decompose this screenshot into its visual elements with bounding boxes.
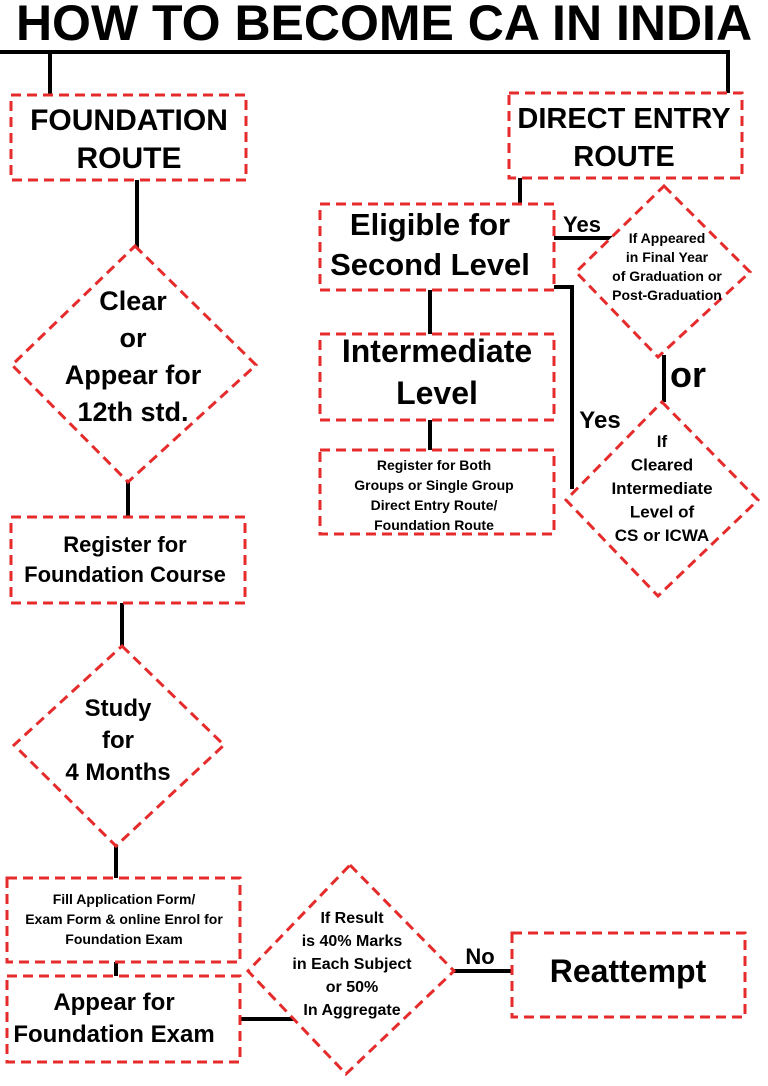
node-label-register-groups: Register for Both [377, 457, 491, 473]
node-label-clear-12th: or [120, 323, 147, 353]
intermediate-level-box [318, 332, 556, 422]
node-label-intermediate-level: Level [396, 375, 478, 411]
fill-application-box [5, 876, 242, 964]
node-label-cleared-cs-icwa: CS or ICWA [615, 526, 709, 545]
node-label-fill-application: Exam Form & online Enrol for [25, 911, 223, 927]
node-label-cleared-cs-icwa: If [657, 432, 668, 451]
edge-labels: Yes Yes or No [465, 212, 706, 969]
result-diamond [245, 862, 457, 1077]
appeared-final-year-diamond [573, 183, 753, 360]
node-label-register-foundation: Foundation Course [24, 562, 226, 587]
node-label-clear-12th: Appear for [65, 360, 202, 390]
node-label-register-groups: Foundation Route [374, 517, 494, 533]
foundation-route-box [9, 93, 248, 182]
edge-label-yes-side: Yes [579, 407, 620, 434]
node-label-reattempt: Reattempt [550, 953, 707, 989]
node-label-appeared-final-year: in Final Year [626, 249, 709, 265]
node-label-study-4-months: for [102, 727, 134, 754]
connector-top-bar [0, 50, 730, 94]
register-foundation-box [9, 515, 247, 605]
node-label-foundation-route: FOUNDATION [30, 104, 228, 137]
node-label-appear-foundation: Foundation Exam [13, 1021, 214, 1048]
eligible-second-level-box [318, 202, 556, 292]
appear-foundation-box [5, 974, 242, 1064]
node-label-eligible-second-level: Eligible for [350, 207, 510, 242]
connectors [0, 50, 730, 1021]
node-label-appeared-final-year: of Graduation or [612, 268, 722, 284]
node-label-appeared-final-year: If Appeared [629, 230, 706, 246]
direct-entry-route-box [507, 91, 744, 180]
page-title: HOW TO BECOME CA IN INDIA [16, 0, 752, 51]
nodes [5, 91, 761, 1077]
reattempt-box [510, 931, 747, 1019]
node-label-appear-foundation: Appear for [53, 989, 174, 1016]
node-label-register-foundation: Register for [63, 532, 187, 557]
node-label-result-condition: In Aggregate [303, 1002, 400, 1019]
node-label-fill-application: Foundation Exam [65, 931, 182, 947]
edge-label-no: No [465, 944, 494, 969]
node-label-clear-12th: 12th std. [77, 397, 188, 427]
node-label-clear-12th: Clear [99, 286, 167, 316]
node-label-cleared-cs-icwa: Intermediate [611, 479, 712, 498]
node-label-register-groups: Direct Entry Route/ [371, 497, 498, 513]
study-diamond [11, 643, 227, 849]
node-label-study-4-months: Study [85, 695, 152, 722]
node-label-result-condition: in Each Subject [292, 956, 412, 973]
node-label-cleared-cs-icwa: Cleared [631, 456, 693, 475]
node-label-study-4-months: 4 Months [65, 759, 170, 786]
register-groups-box [318, 448, 556, 536]
node-label-direct-entry-route: DIRECT ENTRY [517, 103, 730, 135]
node-label-result-condition: If Result [320, 910, 384, 927]
cleared-cs-icwa-diamond [563, 399, 761, 599]
edge-label-yes-top: Yes [563, 212, 601, 237]
node-label-foundation-route: ROUTE [77, 142, 182, 175]
node-label-appeared-final-year: Post-Graduation [612, 287, 722, 303]
clear-12th-diamond [9, 243, 259, 485]
node-label-direct-entry-route: ROUTE [573, 141, 675, 173]
node-label-eligible-second-level: Second Level [330, 247, 530, 282]
edge-label-or: or [670, 354, 706, 395]
connector-eligible-to-cleared [552, 285, 574, 489]
node-label-fill-application: Fill Application Form/ [53, 891, 196, 907]
node-label-cleared-cs-icwa: Level of [630, 503, 695, 522]
node-label-result-condition: or 50% [326, 979, 378, 996]
node-label-register-groups: Groups or Single Group [354, 477, 513, 493]
node-label-result-condition: is 40% Marks [302, 933, 403, 950]
node-label-intermediate-level: Intermediate [342, 333, 532, 369]
